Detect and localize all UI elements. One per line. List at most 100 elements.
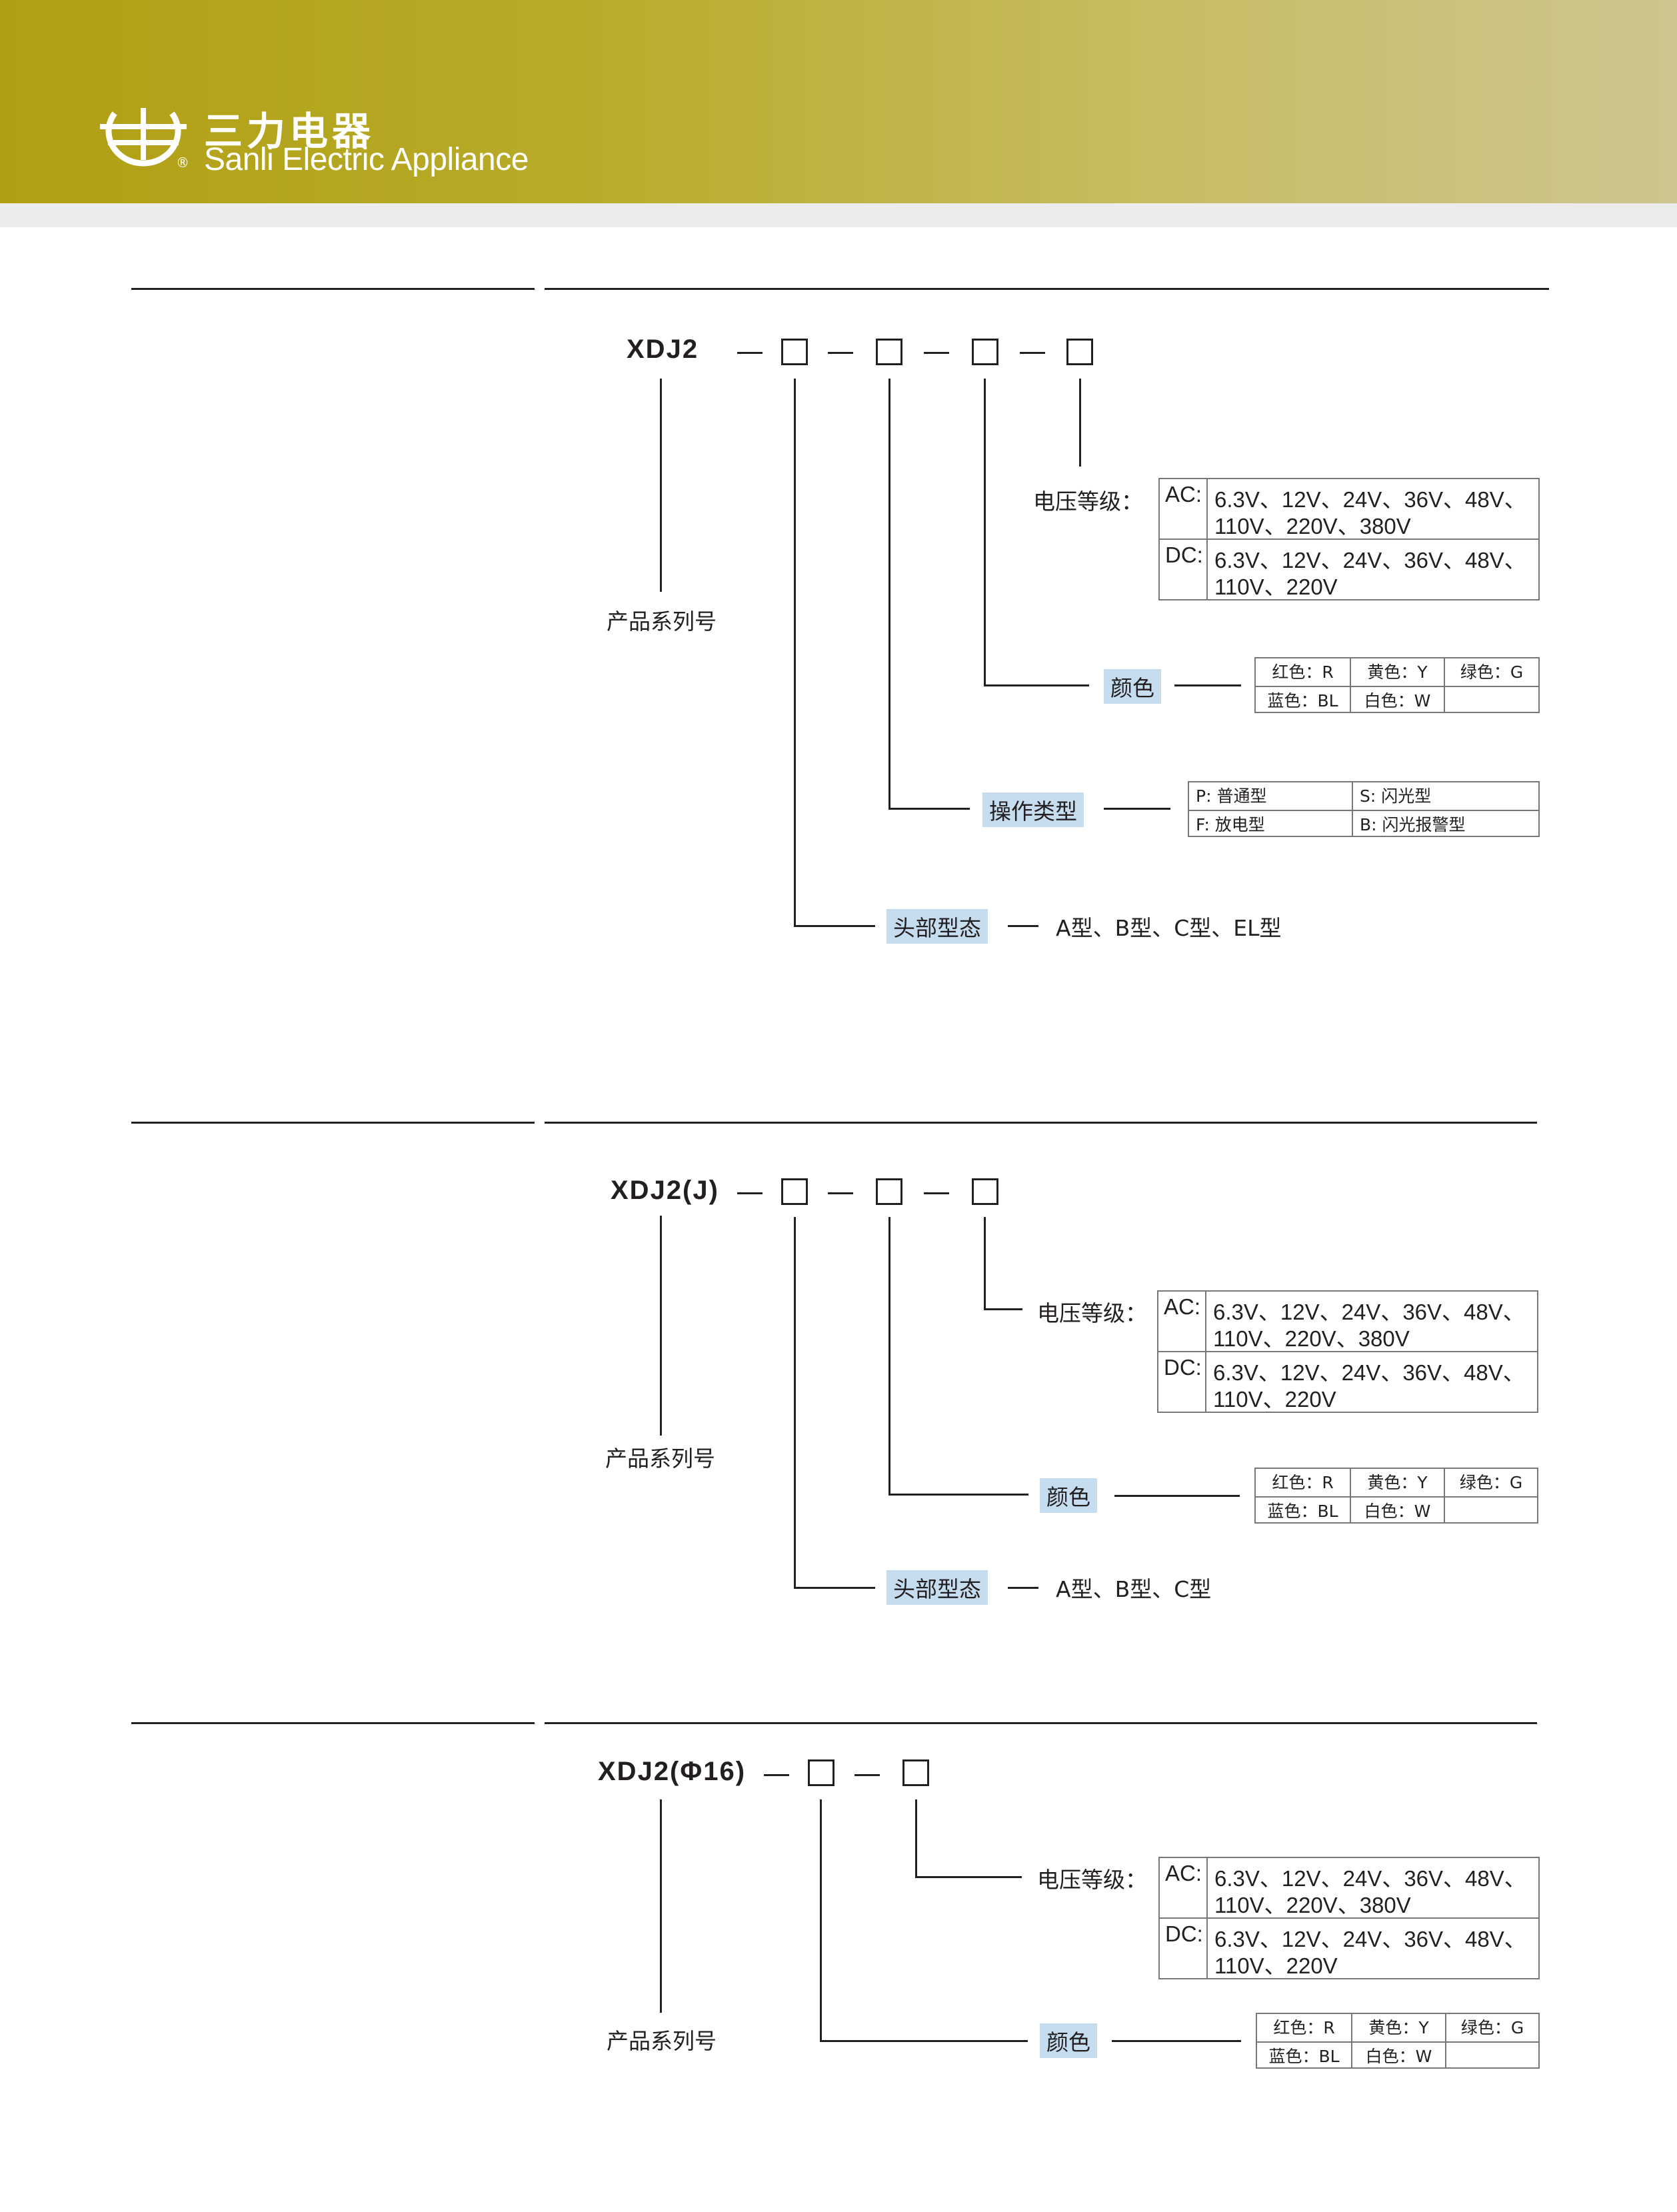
leader-line-head-h xyxy=(794,925,875,927)
brand-name-en: Sanli Electric Appliance xyxy=(204,142,529,177)
model-title: XDJ2(J) xyxy=(611,1176,719,1205)
ac-values-line2: 110V、220V、380V xyxy=(1214,1893,1411,1917)
section-rule-left xyxy=(131,1722,535,1724)
color-cell: 蓝色：BL xyxy=(1256,1496,1350,1524)
leader-line-voltage xyxy=(915,1799,917,1878)
column-divider xyxy=(1206,1858,1208,1917)
leader-line-color-h xyxy=(888,1494,1028,1496)
voltage-table: AC: 6.3V、12V、24V、36V、48V、 110V、220V、380V… xyxy=(1158,478,1540,600)
code-box-2 xyxy=(902,1759,929,1786)
leader-line-head-h xyxy=(794,1587,875,1589)
dash xyxy=(828,352,853,354)
dc-prefix: DC: xyxy=(1165,1921,1203,1946)
leader-line-voltage xyxy=(1079,379,1081,467)
ac-values-line2: 110V、220V、380V xyxy=(1214,514,1411,539)
leader-line-color xyxy=(888,1217,890,1496)
color-cell: 黄色：Y xyxy=(1350,658,1444,686)
color-table: 红色：R 黄色：Y 绿色：G 蓝色：BL 白色：W xyxy=(1256,2013,1540,2069)
dc-prefix: DC: xyxy=(1164,1355,1202,1380)
voltage-row-dc: DC: 6.3V、12V、24V、36V、48V、 110V、220V xyxy=(1158,1351,1537,1412)
color-table: 红色：R 黄色：Y 绿色：G 蓝色：BL 白色：W xyxy=(1254,657,1540,713)
color-label: 颜色 xyxy=(1104,669,1161,704)
sanli-logo-icon xyxy=(100,108,187,167)
operation-type-table: P: 普通型 S: 闪光型 F: 放电型 B: 闪光报警型 xyxy=(1188,781,1540,837)
dc-values-line1: 6.3V、12V、24V、36V、48V、 xyxy=(1214,1927,1526,1951)
header-band xyxy=(0,0,1677,203)
head-type-label: 头部型态 xyxy=(886,1570,988,1605)
dash xyxy=(828,1192,853,1194)
dc-values-line2: 110V、220V xyxy=(1214,1953,1338,1978)
color-label: 颜色 xyxy=(1040,2023,1097,2058)
color-cell: 白色：W xyxy=(1350,686,1444,713)
color-cell: 红色：R xyxy=(1272,1473,1334,1492)
color-cell: 白色：W xyxy=(1351,2041,1445,2069)
code-box-1 xyxy=(808,1759,835,1786)
dash xyxy=(764,1774,789,1776)
voltage-table: AC: 6.3V、12V、24V、36V、48V、 110V、220V、380V… xyxy=(1158,1857,1540,1979)
registered-mark: ® xyxy=(176,155,189,171)
operation-type-label: 操作类型 xyxy=(982,792,1084,827)
series-label: 产品系列号 xyxy=(607,2028,717,2054)
dash xyxy=(924,1192,949,1194)
model-title: XDJ2(Φ16) xyxy=(598,1757,747,1786)
color-cell xyxy=(1445,2041,1538,2069)
code-box-3 xyxy=(972,1178,998,1205)
dc-values-line1: 6.3V、12V、24V、36V、48V、 xyxy=(1214,548,1526,572)
section-rule-right xyxy=(545,1122,1537,1124)
leader-line-voltage-h xyxy=(984,1308,1022,1310)
ac-values-line1: 6.3V、12V、24V、36V、48V、 xyxy=(1214,487,1526,512)
leader-line-operation-h xyxy=(888,808,970,810)
connector-line xyxy=(1104,808,1170,810)
code-box-2 xyxy=(876,339,902,365)
code-box-1 xyxy=(781,1178,808,1205)
color-cell: 绿色：G xyxy=(1444,658,1538,686)
series-label: 产品系列号 xyxy=(607,608,717,634)
section-rule-left xyxy=(131,288,535,290)
leader-line-series xyxy=(660,1799,662,2013)
operation-cell: B: 闪光报警型 xyxy=(1352,810,1538,837)
voltage-row-dc: DC: 6.3V、12V、24V、36V、48V、 110V、220V xyxy=(1160,1917,1538,1978)
model-title: XDJ2 xyxy=(627,335,699,364)
voltage-row-ac: AC: 6.3V、12V、24V、36V、48V、 110V、220V、380V xyxy=(1158,1292,1537,1351)
leader-line-color xyxy=(984,379,986,686)
ac-values-line2: 110V、220V、380V xyxy=(1213,1326,1410,1351)
color-cell: 绿色：G xyxy=(1445,2014,1538,2041)
color-cell: 白色：W xyxy=(1350,1496,1444,1524)
head-type-values: A型、B型、C型 xyxy=(1056,1576,1212,1602)
section-rule-left xyxy=(131,1122,535,1124)
color-cell xyxy=(1444,1496,1537,1524)
voltage-row-ac: AC: 6.3V、12V、24V、36V、48V、 110V、220V、380V xyxy=(1160,1858,1538,1917)
voltage-label: 电压等级： xyxy=(1037,1300,1147,1326)
operation-cell: P: 普通型 xyxy=(1196,786,1267,806)
connector-line xyxy=(1114,1495,1240,1497)
connector-line xyxy=(1008,925,1038,927)
color-label: 颜色 xyxy=(1040,1478,1097,1513)
connector-line xyxy=(1174,684,1241,686)
voltage-table: AC: 6.3V、12V、24V、36V、48V、 110V、220V、380V… xyxy=(1157,1290,1538,1413)
voltage-label: 电压等级： xyxy=(1033,489,1143,515)
code-box-2 xyxy=(876,1178,902,1205)
voltage-label: 电压等级： xyxy=(1037,1867,1147,1893)
dc-values-line1: 6.3V、12V、24V、36V、48V、 xyxy=(1213,1360,1525,1385)
dc-values-line2: 110V、220V xyxy=(1213,1387,1336,1412)
ac-prefix: AC: xyxy=(1165,1861,1202,1885)
brand-name-cn: 三力电器 xyxy=(204,109,375,154)
dash xyxy=(737,352,763,354)
voltage-row-dc: DC: 6.3V、12V、24V、36V、48V、 110V、220V xyxy=(1160,539,1538,599)
section-rule-right xyxy=(545,288,1549,290)
series-label: 产品系列号 xyxy=(605,1446,715,1472)
color-cell: 蓝色：BL xyxy=(1256,686,1350,713)
column-divider xyxy=(1205,1292,1206,1351)
header-sub-band xyxy=(0,203,1677,227)
connector-line xyxy=(1112,2040,1241,2042)
column-divider xyxy=(1206,540,1208,599)
dc-prefix: DC: xyxy=(1165,543,1203,567)
leader-line-head xyxy=(794,1217,796,1589)
color-cell: 红色：R xyxy=(1272,662,1334,682)
operation-cell: F: 放电型 xyxy=(1189,810,1352,837)
ac-prefix: AC: xyxy=(1165,482,1202,507)
dash xyxy=(854,1774,880,1776)
dash xyxy=(737,1192,763,1194)
color-table: 红色：R 黄色：Y 绿色：G 蓝色：BL 白色：W xyxy=(1254,1468,1538,1524)
dash xyxy=(924,352,949,354)
